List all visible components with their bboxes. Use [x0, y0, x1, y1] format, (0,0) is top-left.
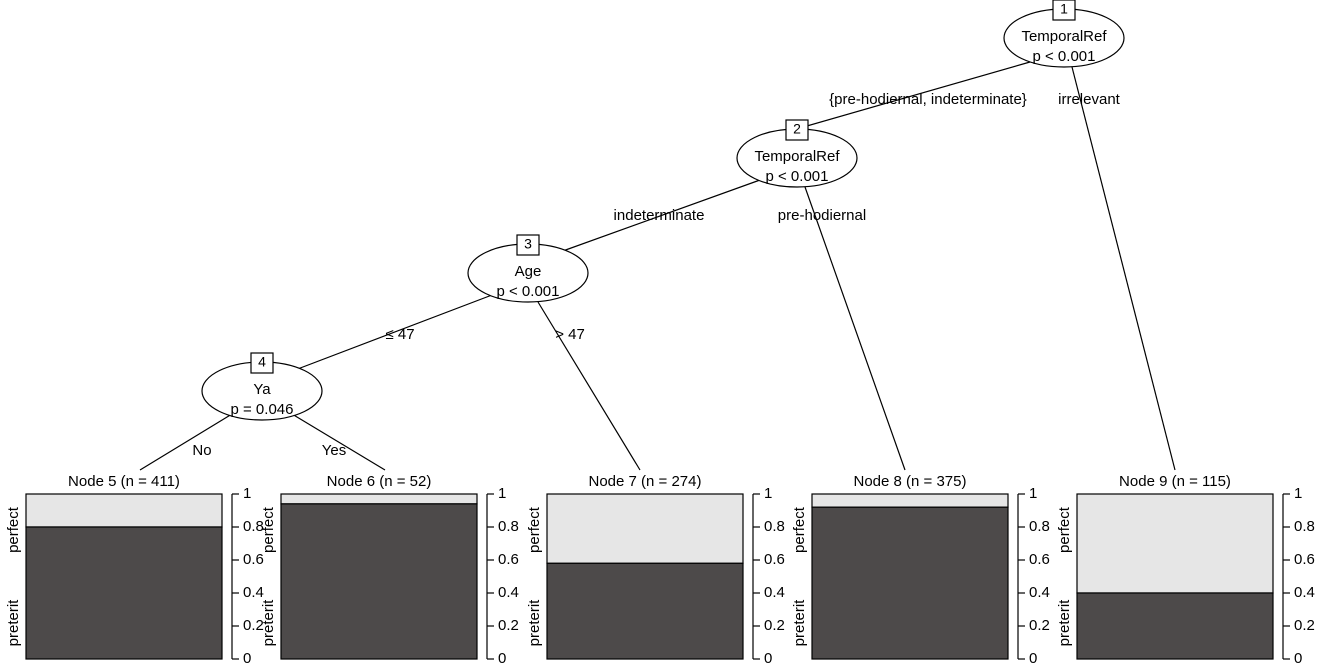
axis-tick-label-5-0.6: 0.6 — [243, 551, 264, 568]
category-label-perfect-7: perfect — [526, 506, 543, 553]
axis-tick-label-5-0.2: 0.2 — [243, 617, 264, 634]
node-id-label-1: 1 — [1060, 1, 1068, 17]
node-id-box-3 — [516, 234, 540, 256]
category-label-perfect-6: perfect — [260, 506, 277, 553]
edge-4-to-node5 — [139, 413, 233, 471]
axis-tick-label-6-0.4: 0.4 — [498, 584, 519, 601]
node-pvalue-4: p = 0.046 — [231, 401, 294, 418]
bar-segment-perfect-9 — [1076, 493, 1274, 594]
category-label-perfect-9: perfect — [1056, 506, 1073, 553]
axis-tick-label-9-0.8: 0.8 — [1294, 518, 1315, 535]
edge-label-age-lte-47: ≤ 47 — [385, 326, 414, 343]
axis-tick-label-6-0: 0 — [498, 650, 506, 667]
terminal-node-6[interactable]: Node 6 (n = 52) 0 0.2 0.4 0.6 0.8 1 perfect pret… — [260, 473, 519, 667]
axis-tick-label-9-0.2: 0.2 — [1294, 617, 1315, 634]
terminal-node-title-5: Node 5 (n = 411) — [68, 473, 180, 490]
terminal-node-title-6: Node 6 (n = 52) — [327, 473, 432, 490]
node-id-box-2 — [785, 119, 809, 141]
axis-tick-label-6-0.8: 0.8 — [498, 518, 519, 535]
axis-tick-label-5-1: 1 — [243, 485, 251, 502]
terminal-node-title-9: Node 9 (n = 115) — [1119, 473, 1231, 490]
category-label-preterit-9: preterit — [1056, 599, 1073, 647]
edge-label-age-gt-47: > 47 — [555, 326, 585, 343]
axis-tick-label-7-0.6: 0.6 — [764, 551, 785, 568]
axis-tick-label-5-0.8: 0.8 — [243, 518, 264, 535]
axis-tick-label-8-0: 0 — [1029, 650, 1037, 667]
edge-label-pre-hodiernal: pre-hodiernal — [778, 207, 866, 224]
category-label-preterit-6: preterit — [260, 599, 277, 647]
node-pvalue-3: p < 0.001 — [497, 283, 560, 300]
edge-2-to-3 — [559, 179, 761, 253]
edge-label-irrelevant: irrelevant — [1058, 91, 1121, 108]
category-label-preterit-7: preterit — [526, 599, 543, 647]
node-pvalue-2: p < 0.001 — [766, 168, 829, 185]
node-pvalue-1: p < 0.001 — [1033, 48, 1096, 65]
edge-1-to-node9 — [1071, 66, 1176, 471]
edge-3-to-node7 — [537, 301, 641, 471]
axis-tick-label-7-0.8: 0.8 — [764, 518, 785, 535]
node-id-box-1 — [1052, 0, 1076, 21]
axis-tick-label-9-0.4: 0.4 — [1294, 584, 1315, 601]
bar-segment-preterit-7 — [546, 562, 744, 660]
terminal-node-7[interactable]: Node 7 (n = 274) 0 0.2 0.4 0.6 0.8 1 perfect pre… — [526, 473, 785, 667]
axis-tick-label-8-0.8: 0.8 — [1029, 518, 1050, 535]
bar-segment-preterit-8 — [811, 506, 1009, 660]
axis-tick-label-5-0: 0 — [243, 650, 251, 667]
axis-tick-label-7-1: 1 — [764, 485, 772, 502]
axis-tick-label-9-1: 1 — [1294, 485, 1302, 502]
node-variable-4: Ya — [253, 381, 271, 398]
edge-label-yes: Yes — [322, 442, 346, 459]
bar-segment-perfect-6 — [280, 493, 478, 505]
node-variable-1: TemporalRef — [1021, 28, 1107, 45]
edge-label-no: No — [192, 442, 211, 459]
bar-segment-perfect-8 — [811, 493, 1009, 508]
edge-label-pre-hodiernal-indeterminate: {pre-hodiernal, indeterminate} — [829, 91, 1027, 108]
category-label-preterit-8: preterit — [791, 599, 808, 647]
axis-tick-label-7-0.4: 0.4 — [764, 584, 785, 601]
edge-4-to-node6 — [291, 413, 386, 471]
axis-tick-label-6-1: 1 — [498, 485, 506, 502]
node-id-label-2: 2 — [793, 121, 801, 137]
axis-tick-label-6-0.6: 0.6 — [498, 551, 519, 568]
terminal-node-5[interactable]: Node 5 (n = 411) 0 0.2 0.4 0.6 0.8 1 perfect pre… — [5, 473, 264, 667]
bar-segment-preterit-5 — [25, 526, 223, 660]
node-variable-2: TemporalRef — [754, 148, 840, 165]
axis-tick-label-8-0.4: 0.4 — [1029, 584, 1050, 601]
bar-segment-preterit-6 — [280, 503, 478, 660]
axis-tick-label-5-0.4: 0.4 — [243, 584, 264, 601]
node-id-label-3: 3 — [524, 236, 532, 252]
axis-tick-label-6-0.2: 0.2 — [498, 617, 519, 634]
node-id-box-4 — [250, 352, 274, 374]
axis-tick-label-8-1: 1 — [1029, 485, 1037, 502]
axis-tick-label-7-0: 0 — [764, 650, 772, 667]
category-label-perfect-8: perfect — [791, 506, 808, 553]
axis-tick-label-8-0.6: 0.6 — [1029, 551, 1050, 568]
node-variable-3: Age — [515, 263, 542, 280]
terminal-node-title-8: Node 8 (n = 375) — [854, 473, 967, 490]
bar-segment-perfect-5 — [25, 493, 223, 528]
terminal-node-8[interactable]: Node 8 (n = 375) 0 0.2 0.4 0.6 0.8 1 perfect pre… — [791, 473, 1050, 667]
category-label-preterit-5: preterit — [5, 599, 22, 647]
category-label-perfect-5: perfect — [5, 506, 22, 553]
edge-1-to-2 — [799, 61, 1031, 129]
edge-label-indeterminate: indeterminate — [614, 207, 705, 224]
terminal-node-title-7: Node 7 (n = 274) — [589, 473, 702, 490]
axis-tick-label-9-0.6: 0.6 — [1294, 551, 1315, 568]
bar-segment-perfect-7 — [546, 493, 744, 564]
edge-2-to-node8 — [804, 186, 906, 471]
node-id-label-4: 4 — [258, 354, 266, 370]
terminal-node-9[interactable]: Node 9 (n = 115) 0 0.2 0.4 0.6 0.8 1 perfect pre… — [1056, 473, 1315, 667]
axis-tick-label-9-0: 0 — [1294, 650, 1302, 667]
axis-tick-label-7-0.2: 0.2 — [764, 617, 785, 634]
bar-segment-preterit-9 — [1076, 592, 1274, 660]
edge-3-to-4 — [294, 294, 493, 371]
inner-node-4[interactable]: 4Ya p = 0.046 — [201, 352, 323, 421]
axis-tick-label-8-0.2: 0.2 — [1029, 617, 1050, 634]
